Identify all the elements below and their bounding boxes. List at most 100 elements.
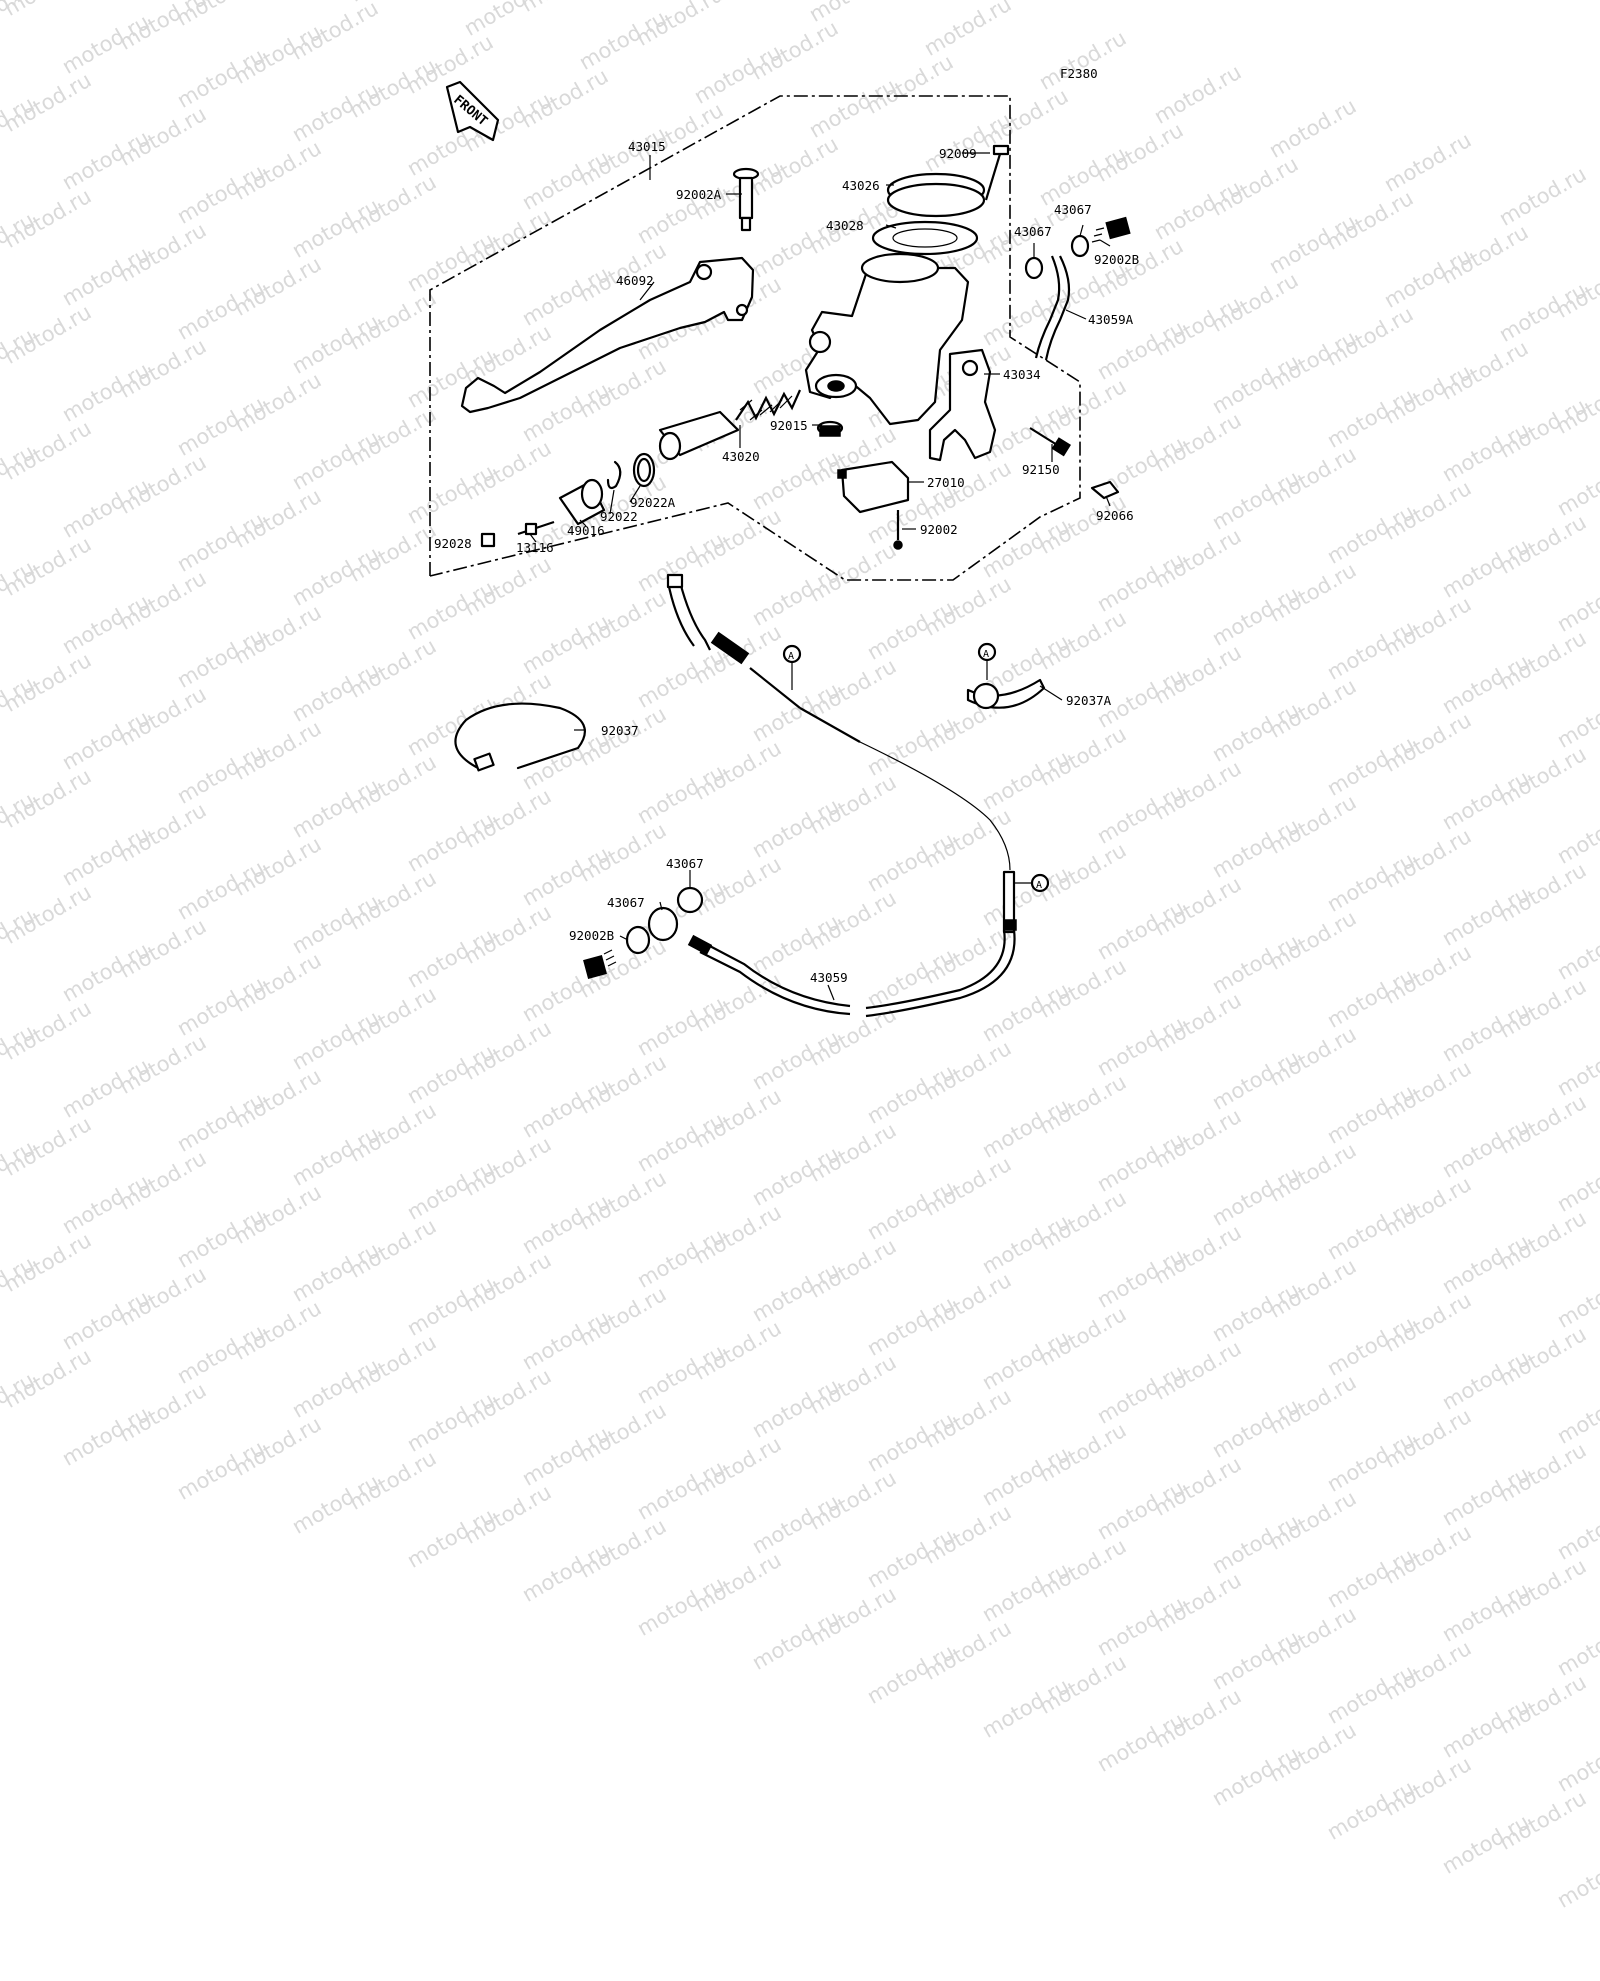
label-43015: 43015 xyxy=(628,139,666,154)
svg-text:A: A xyxy=(1036,880,1042,891)
ref-marker-a-2: A xyxy=(977,642,997,680)
watermark-text: motod.ru xyxy=(1265,1369,1361,1439)
watermark-text: motod.ru xyxy=(863,1291,959,1361)
ref-marker-a-3: A xyxy=(1015,873,1050,893)
svg-text:A: A xyxy=(983,649,989,660)
watermark-text: motod.ru xyxy=(1553,1843,1600,1913)
watermark-text: motod.ru xyxy=(0,1227,96,1297)
watermark-text: motod.ru xyxy=(1265,1485,1361,1555)
watermark-text: motod.ru xyxy=(805,1581,901,1651)
label-92150: 92150 xyxy=(1022,462,1060,477)
watermark-text: motod.ru xyxy=(920,1615,1016,1685)
watermark-text: motod.ru xyxy=(1035,1533,1131,1603)
watermark-text: motod.ru xyxy=(920,1383,1016,1453)
watermark-text: motod.ru xyxy=(115,1377,211,1447)
watermark-text: motod.ru xyxy=(1553,1727,1600,1797)
clamp-ring-92037 xyxy=(454,702,586,770)
watermark-text: motod.ru xyxy=(1208,1509,1304,1579)
label-92002: 92002 xyxy=(920,522,958,537)
watermark-text: motod.ru xyxy=(1495,1321,1591,1391)
watermark-text: motod.ru xyxy=(920,1499,1016,1569)
master-cylinder-body xyxy=(804,266,970,426)
label-43067-mid: 43067 xyxy=(1014,224,1052,239)
watermark-text: motod.ru xyxy=(633,1339,729,1409)
label-46092: 46092 xyxy=(616,273,654,288)
watermark-text: motod.ru xyxy=(575,1281,671,1351)
watermark-text: motod.ru xyxy=(1265,1601,1361,1671)
watermark-text: motod.ru xyxy=(748,1605,844,1675)
label-92037A: 92037A xyxy=(1066,693,1112,708)
watermark-text: motod.ru xyxy=(518,1421,614,1491)
watermark-text: motod.ru xyxy=(518,1305,614,1375)
watermark-text: motod.ru xyxy=(1265,1253,1361,1323)
watermark-text: motod.ru xyxy=(1093,1707,1189,1777)
label-92022A: 92022A xyxy=(630,495,676,510)
watermark-text: motod.ru xyxy=(1438,1577,1534,1647)
hose-43059A xyxy=(1044,255,1071,361)
label-92015: 92015 xyxy=(770,418,808,433)
watermark-text: motod.ru xyxy=(1150,1451,1246,1521)
watermark-text: motod.ru xyxy=(978,1325,1074,1395)
watermark-text: motod.ru xyxy=(690,1431,786,1501)
watermark-text: motod.ru xyxy=(403,1503,499,1573)
label-92028: 92028 xyxy=(434,536,472,551)
label-92037: 92037 xyxy=(601,723,639,738)
label-92009: 92009 xyxy=(939,146,977,161)
hose-43059 xyxy=(678,581,711,651)
cap-screw xyxy=(984,144,1010,201)
watermark-text: motod.ru xyxy=(1553,1263,1600,1333)
label-92002B-low: 92002B xyxy=(569,928,614,943)
watermark-text: motod.ru xyxy=(863,1523,959,1593)
circlip-92022 xyxy=(606,460,622,490)
watermark-text: motod.ru xyxy=(1035,1649,1131,1719)
watermark-text: motod.ru xyxy=(575,1397,671,1467)
nut-92015 xyxy=(816,420,844,437)
piston-assembly xyxy=(658,389,802,461)
front-arrow-icon: FRONT xyxy=(445,80,500,142)
label-13116: 13116 xyxy=(516,540,554,555)
label-43028: 43028 xyxy=(826,218,864,233)
watermark-text: motod.ru xyxy=(1323,1195,1419,1265)
watermark-text: motod.ru xyxy=(0,1367,39,1437)
label-92002A: 92002A xyxy=(676,187,722,202)
label-43067-low2: 43067 xyxy=(607,895,645,910)
watermark-text: motod.ru xyxy=(1035,1301,1131,1371)
watermark-text: motod.ru xyxy=(518,1189,614,1259)
svg-text:A: A xyxy=(788,651,794,662)
banjo-bolt-lower xyxy=(583,886,704,979)
watermark-text: motod.ru xyxy=(345,1329,441,1399)
assembly-outline xyxy=(429,95,1081,581)
watermark-text: motod.ru xyxy=(230,1411,326,1481)
watermark-text: motod.ru xyxy=(230,1295,326,1365)
watermark-text: motod.ru xyxy=(0,1251,39,1321)
watermark-text: motod.ru xyxy=(1093,1243,1189,1313)
watermark-text: motod.ru xyxy=(575,1513,671,1583)
label-43020: 43020 xyxy=(722,449,760,464)
watermark-text: motod.ru xyxy=(460,1363,556,1433)
watermark-text: motod.ru xyxy=(58,1285,154,1355)
watermark-text: motod.ru xyxy=(1323,1543,1419,1613)
watermark-text: motod.ru xyxy=(920,1267,1016,1337)
watermark-text: motod.ru xyxy=(1093,1359,1189,1429)
cap-92028 xyxy=(480,532,496,548)
watermark-text: motod.ru xyxy=(978,1673,1074,1743)
watermark-text: motod.ru xyxy=(1035,1417,1131,1487)
banjo-bolt-upper xyxy=(1024,216,1131,280)
ref-marker-a-1: A xyxy=(782,644,802,690)
watermark-text: motod.ru xyxy=(1380,1519,1476,1589)
watermark-text: motod.ru xyxy=(173,1435,269,1505)
label-43026: 43026 xyxy=(842,178,880,193)
watermark-text: motod.ru xyxy=(748,1489,844,1559)
watermark-text: motod.ru xyxy=(633,1455,729,1525)
watermark-text: motod.ru xyxy=(1495,1553,1591,1623)
watermark-text: motod.ru xyxy=(1093,1591,1189,1661)
part-labels: 43015 92002A 92009 43026 43028 43067 430… xyxy=(434,139,1139,985)
watermark-text: motod.ru xyxy=(460,1247,556,1317)
clutch-lever xyxy=(460,256,755,414)
label-49016: 49016 xyxy=(567,523,605,538)
watermark-text: motod.ru xyxy=(1495,1785,1591,1855)
watermark-text: motod.ru xyxy=(115,1261,211,1331)
watermark-text: motod.ru xyxy=(1150,1335,1246,1405)
label-43067-low1: 43067 xyxy=(666,856,704,871)
